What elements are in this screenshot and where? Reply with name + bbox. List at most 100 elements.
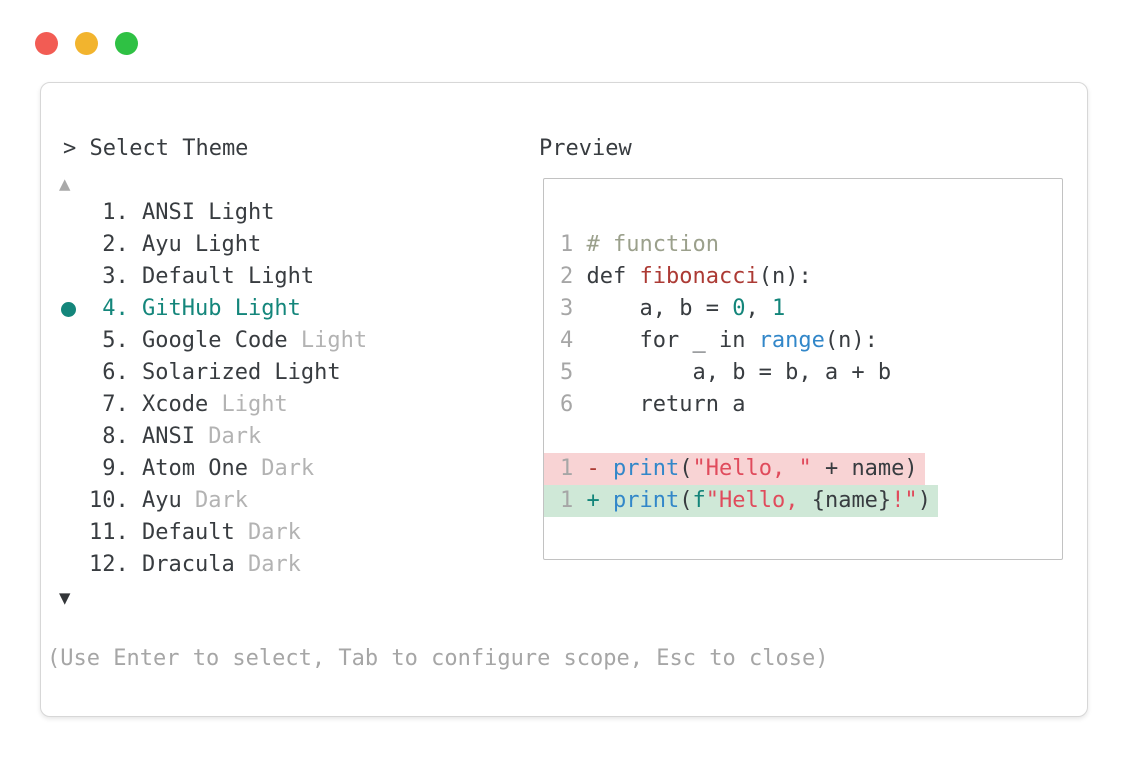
code-token: (n): [758,264,812,289]
keyboard-hint: (Use Enter to select, Tab to configure s… [47,646,829,671]
theme-list-item-ansi-light[interactable]: 1. ANSI Light [61,197,367,229]
theme-list-item-atom-one[interactable]: 9. Atom One Dark [61,453,367,485]
code-token: - [586,456,613,481]
theme-item-number: 2. [89,232,142,257]
preview-title: Preview [539,136,632,161]
line-number: 2 [560,264,587,289]
theme-item-number: 10. [89,488,142,513]
code-token: print [613,488,680,513]
code-token: range [758,328,825,353]
theme-item-number: 9. [89,456,142,481]
page-title: > Select Theme [63,136,249,161]
code-token: return a [586,392,746,417]
code-token: + name) [811,456,918,481]
code-line-content: 1 - print("Hello, " + name) [544,453,925,485]
line-number: 5 [560,360,587,385]
code-token: (n): [824,328,878,353]
theme-item-variant: Light [287,328,368,353]
theme-list-item-ayu-light[interactable]: 2. Ayu Light [61,229,367,261]
theme-item-variant: Dark [234,520,301,545]
line-number: 6 [560,392,587,417]
code-token: 0 [732,296,746,321]
code-line: 6 return a [560,389,1062,421]
code-line-content: 3 a, b = 0, 1 [544,293,792,325]
code-line: 2 def fibonacci(n): [560,261,1062,293]
theme-item-variant: Dark [181,488,248,513]
theme-item-name: Google Code [141,328,288,353]
code-token: !" [891,488,918,513]
code-line-content: 2 def fibonacci(n): [544,261,819,293]
theme-item-name: Ayu Light [141,232,262,257]
line-number: 4 [560,328,587,353]
theme-list-item-solarized-light[interactable]: 6. Solarized Light [61,357,367,389]
theme-picker-panel: > Select Theme Preview ▲ 1. ANSI Light 2… [40,82,1088,717]
theme-item-variant: Dark [234,552,301,577]
theme-list-item-default-light[interactable]: 3. Default Light [61,261,367,293]
code-token: 1 [771,296,786,321]
close-button[interactable] [35,32,58,55]
theme-list-item-default[interactable]: 11. Default Dark [61,517,367,549]
code-token: # function [586,232,719,257]
theme-item-name: Atom One [141,456,248,481]
theme-item-name: Ayu [141,488,182,513]
theme-list-item-xcode[interactable]: 7. Xcode Light [61,389,367,421]
theme-item-variant: Light [208,392,288,417]
code-token: ( [679,456,693,481]
code-line: 5 a, b = b, a + b [560,357,1062,389]
scroll-up-icon[interactable]: ▲ [59,173,71,195]
zoom-button[interactable] [115,32,138,55]
theme-item-variant: Dark [247,456,315,481]
theme-list-item-ayu[interactable]: 10. Ayu Dark [61,485,367,517]
theme-list-item-github-light[interactable]: 4. GitHub Light [61,293,367,325]
code-token: "Hello, [705,488,812,513]
theme-item-number: 6. [89,360,142,385]
code-token: + [586,488,613,513]
theme-item-name: Xcode [141,392,209,417]
scroll-down-icon[interactable]: ▼ [59,587,71,609]
theme-item-name: Dracula [141,552,235,577]
line-number: 1 [560,232,587,257]
selected-dot-icon [61,302,76,317]
theme-list-item-ansi[interactable]: 8. ANSI Dark [61,421,367,453]
code-token: fibonacci [639,264,759,289]
code-line-content: 1 # function [544,229,726,261]
theme-item-name: GitHub Light [141,296,301,321]
line-number: 1 [560,488,587,513]
theme-list-item-google-code[interactable]: 5. Google Code Light [61,325,367,357]
code-line: 4 for _ in range(n): [560,325,1062,357]
theme-item-name: Default Light [141,264,315,289]
code-line-content: 1 + print(f"Hello, {name}!") [544,485,938,517]
theme-item-number: 11. [89,520,142,545]
code-token: a, b = b, a + b [586,360,892,385]
code-token: def [586,264,640,289]
code-token: , [745,296,772,321]
theme-item-name: Default [141,520,235,545]
code-line: 1 # function [560,229,1062,261]
theme-item-number: 8. [89,424,142,449]
theme-item-number: 5. [89,328,142,353]
diff-line-removed: 1 - print("Hello, " + name) [544,453,1062,485]
diff-line-added: 1 + print(f"Hello, {name}!") [544,485,1062,517]
code-token: f [692,488,706,513]
code-token: for _ in [586,328,759,353]
theme-item-name: ANSI Light [141,200,275,225]
theme-item-number: 1. [89,200,142,225]
code-token: a, b = [586,296,733,321]
theme-item-variant: Dark [194,424,262,449]
theme-list-item-dracula[interactable]: 12. Dracula Dark [61,549,367,581]
minimize-button[interactable] [75,32,98,55]
theme-item-number: 3. [89,264,142,289]
code-line-content: 4 for _ in range(n): [544,325,885,357]
code-token: ) [917,488,931,513]
code-line [560,421,1062,453]
code-line-content: 5 a, b = b, a + b [544,357,898,389]
theme-item-number: 12. [89,552,142,577]
code-token: {name} [811,488,892,513]
code-line-content: 6 return a [544,389,752,421]
theme-item-name: Solarized Light [141,360,341,385]
theme-item-name: ANSI [141,424,195,449]
line-number: 3 [560,296,587,321]
theme-item-number: 7. [89,392,142,417]
window-controls [35,32,138,55]
